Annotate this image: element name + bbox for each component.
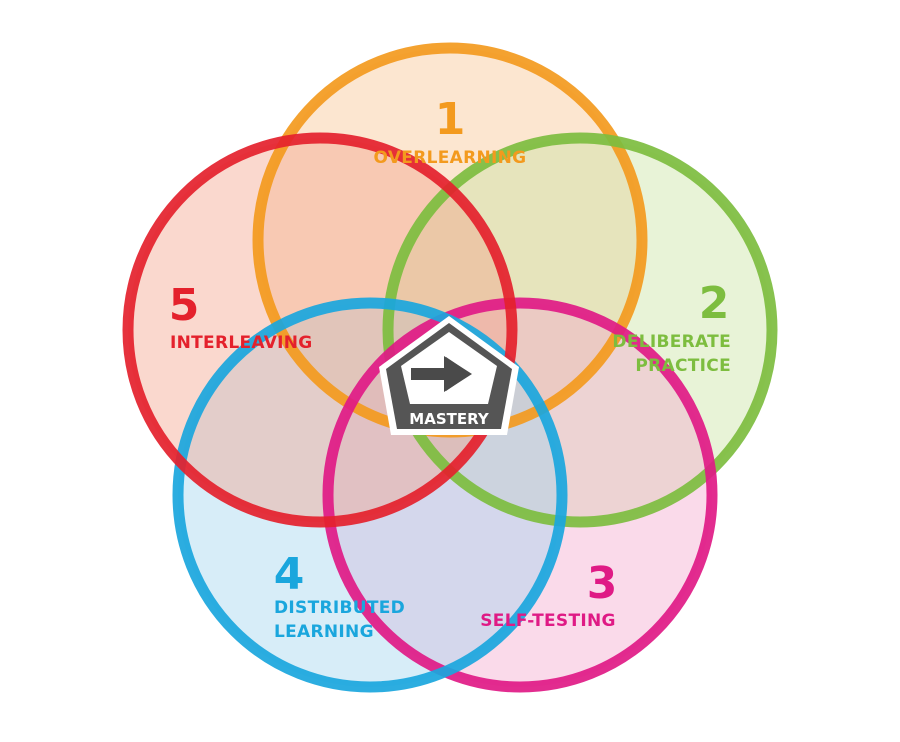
circle-5-number: 5 [169,280,200,331]
circle-2-label-line-1: DELIBERATE [612,332,731,352]
circle-1-number: 1 [435,94,466,145]
circle-4-label-line-1: DISTRIBUTED [274,598,405,618]
circle-2-number: 2 [699,278,730,329]
circle-2-ring [382,132,778,528]
circle-1-label-group: 1 OVERLEARNING [374,94,527,168]
circle-2-label-line-2: PRACTICE [635,356,731,376]
circle-3-label-group: 3 SELF-TESTING [480,558,617,631]
right-arrow-icon [411,356,472,392]
circle-rings [122,42,778,693]
circle-3-number: 3 [587,558,618,609]
circle-5-label-line-1: INTERLEAVING [170,333,313,353]
circle-5-ring [122,132,518,528]
circle-3-ring [322,297,718,693]
mastery-label: MASTERY [409,410,490,428]
circle-2-label-group: 2 DELIBERATE PRACTICE [612,278,731,376]
circle-4-ring [172,297,568,693]
circle-1-label-line-1: OVERLEARNING [374,148,527,168]
circle-5-label-group: 5 INTERLEAVING [169,280,313,353]
circle-4-label-line-2: LEARNING [274,622,374,642]
circle-4-number: 4 [274,549,305,600]
mastery-badge: MASTERY [379,316,519,435]
circle-3-label-line-1: SELF-TESTING [480,611,616,631]
circle-4-label-group: 4 DISTRIBUTED LEARNING [274,549,405,642]
